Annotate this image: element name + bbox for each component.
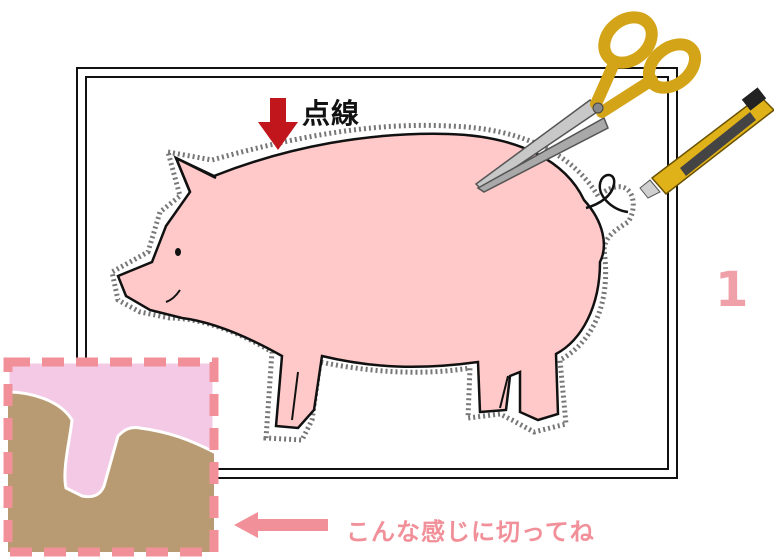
pig-ear [173,155,217,193]
down-arrow-icon [258,98,298,150]
pig-leg-line [499,375,509,409]
example-photo [3,357,219,557]
pig-illustration [109,122,636,443]
dotted-cut-line [109,122,636,443]
pig-body [116,132,606,430]
cut-instruction-caption: こんな感じに切ってね [346,518,595,546]
left-arrow-icon [234,512,328,538]
step-number: 1 [715,262,749,318]
pig-eye [175,248,181,256]
pig-tail [585,173,629,214]
pig-leg-line [291,371,299,421]
scissors-icon [474,11,702,193]
frame-inner [85,76,669,470]
pig-mouth [165,289,181,303]
utility-knife-icon [639,87,774,199]
dotted-line-label: 点線 [302,97,361,130]
